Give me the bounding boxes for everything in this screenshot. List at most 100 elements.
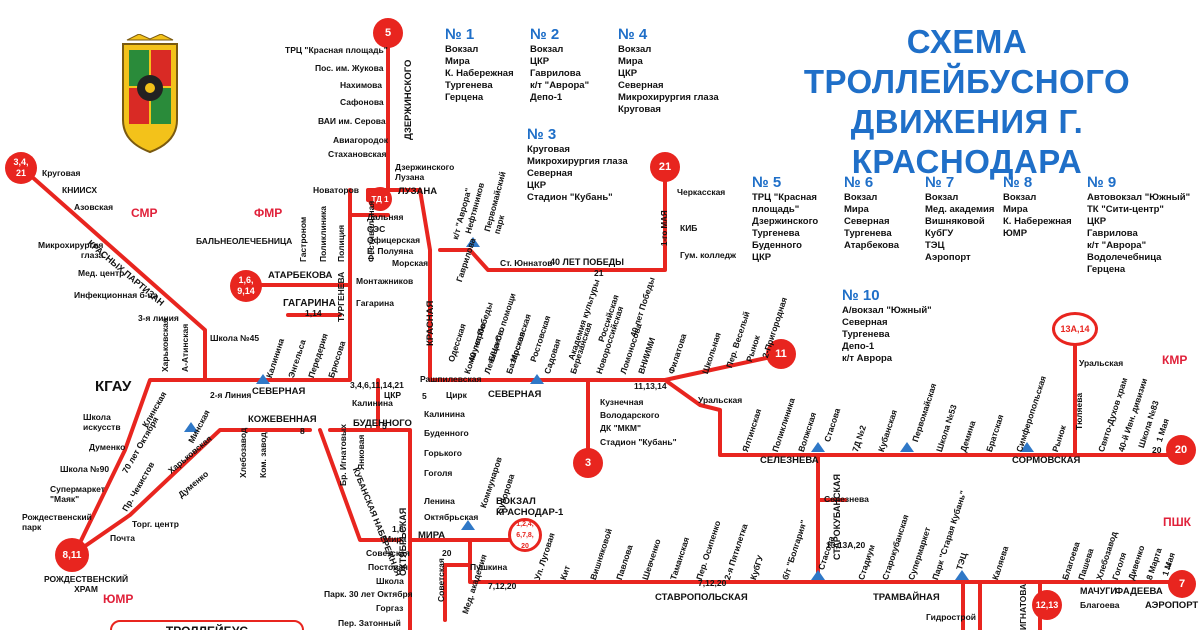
vstop-m5: Ком. завод [258,432,268,478]
stop-liniya3: 3-я линия [138,313,179,323]
num-kozh: 8 [300,426,305,436]
label-rozh-khram: РОЖДЕСТВЕНСКИЙ ХРАМ [44,574,129,594]
stop-azovskaya: Азовская [74,202,114,212]
terminal-7: 7 [1168,570,1196,598]
terminal-13a-14: 13А,14 [1052,312,1098,346]
terminal-3: 3 [573,448,603,478]
stop-budennogo: Буденного [424,428,469,438]
stop-gum: Гум. колледж [680,250,737,260]
stop-postovaya: Постовая [368,562,408,572]
station-markers [184,237,1034,580]
title-line-1: СХЕМА ТРОЛЛЕЙБУСНОГО [803,23,1131,100]
terminal-21: 21 [650,152,680,182]
stop-kib: КИБ [680,223,698,233]
terminal-12-13: 12,13 [1032,590,1062,620]
stop-polyana: Е. Полуяна [367,246,414,256]
terminal-5: 5 [373,18,403,48]
stop-novatorov: Новаторов [313,185,360,195]
stop-rozh-park: Рождественский парк [22,512,92,532]
stop-oktyabrskaya: Октябрьская [424,512,479,522]
num-tsirk: 5 [422,391,427,401]
street-tyulyaeva: Тюляева [1074,392,1084,430]
stop-gorgaz: Горгаз [376,603,404,613]
terminal-vokzal: 1,2,4, 6,7,8, 20 [508,518,542,552]
stop-dumenko: Думенко [89,442,126,452]
stop-selezneva: Селезнева [824,494,869,504]
street-turgeneva: ТУРГЕНЕВА [336,271,346,322]
vstop-t3: Янковая [356,434,366,470]
street-kozhevennaya: КОЖЕВЕННАЯ [248,414,317,425]
district-pshk: ПШК [1163,515,1192,529]
street-fadeeva: ФАДЕЕВА [1115,586,1163,597]
stop-shkola90: Школа №90 [60,464,110,474]
street-dzerzhinskogo: ДЗЕРЖИНСКОГО [403,59,414,140]
route-5: № 5 ТРЦ "Красная площадь" Дзержинского Т… [752,174,819,263]
stop-med-center: Мед. центр [78,268,125,278]
route-10: № 10 А/вокзал "Южный" Северная Тургенева… [842,287,932,364]
stop-kuznechnaya: Кузнечная [600,397,644,407]
stop-uralskaya-2: Уральская [1079,358,1124,368]
legend-box: ТРОЛЛЕЙБУС [110,620,304,630]
route-1: № 1 Вокзал Мира К. Набережная Тургенева … [445,26,514,103]
vstop-b5: Гастроном [298,216,308,262]
nums-dz: 1,14 [305,308,322,318]
stop-ses: СЭС [367,224,386,234]
stop-zhukova: Пос. им. Жукова [315,63,384,73]
route-3: № 3 Круговая Микрохирургия глаза Северна… [527,126,628,203]
num-mira: 1,8 [392,524,404,534]
stop-uralskaya: Уральская [698,395,743,405]
district-kmr: КМР [1162,353,1188,367]
stop-infek: Инфекционная б-ца [74,290,158,300]
label-yunatov: Ст. Юннатов [500,258,553,268]
vstop-t1: Бр. Игнатовых [338,424,348,486]
stop-stahanovskaya: Стахановская [328,149,387,159]
vstop-atinskaya: А-Атинская [180,323,190,372]
stop-dk-mkm: ДК "МКМ" [600,423,642,433]
terminal-20: 20 [1166,435,1196,465]
stop-torg-center: Торг. центр [132,519,179,529]
street-mira: МИРА [418,530,446,541]
vstop-o1: Советская [436,558,446,602]
route-4: № 4 Вокзал Мира ЦКР Северная Микрохирург… [618,26,719,115]
stop-shkola: Школа [376,576,404,586]
vstop-m4: Хлебозавод [238,427,248,478]
station-vokzal: ВОКЗАЛ КРАСНОДАР-1 [496,496,564,518]
stop-vai: ВАИ им. Серова [318,116,386,126]
stop-rashpilevskaya-h: Рашпилевская [420,374,482,384]
stop-shkola45: Школа №45 [210,333,260,343]
street-severnaya-east: СЕВЕРНАЯ [488,389,542,400]
terminal-8-11: 8,11 [55,538,89,572]
num-budennogo: 5 [382,421,387,431]
stop-aviagorodok: Авиагородок [333,135,389,145]
district-smr: СМР [131,206,158,220]
label-tskr: ЦКР [384,390,402,400]
stop-sovetskaya: Советская [366,548,410,558]
terminal-td1: ТД 1 [368,187,392,211]
street-krasnaya: КРАСНАЯ [425,300,436,346]
terminal-3-4-21: 3,4, 21 [5,152,37,184]
stop-montazhnikov: Монтажников [356,276,414,286]
num-oktyabr: 20 [442,548,452,558]
label-pushkina: Пушкина [470,562,508,572]
stop-gogolya: Гоголя [424,468,453,478]
stop-pochta: Почта [110,533,135,543]
stop-zatonny: Пер. Затонный [338,618,401,628]
stop-park30: Парк. 30 лет Октября [324,589,413,599]
stop-lenina: Ленина [424,496,455,506]
stop-gidrostroy: Гидрострой [926,612,976,622]
stop-kniish: КНИИСХ [62,185,98,195]
label-tsirk: Цирк [446,390,467,400]
street-budennogo: БУДЕННОГО [353,418,412,429]
nums-severnaya: 3,4,6,11,14,21 [350,380,404,390]
stop-oficerskaya: Офицерская [367,235,421,245]
street-sormovskaya: СОРМОВСКАЯ [1012,455,1081,466]
num-21: 21 [594,268,604,278]
terminal-1-6-9-14: 1,6, 9,14 [230,270,262,302]
street-aeroport: АЭРОПОРТ [1145,600,1199,611]
stop-mikrohir: Микрохирургия глаза [38,240,104,260]
stop-kalinina: Калинина [424,409,465,419]
title-line-2: ДВИЖЕНИЯ Г. КРАСНОДАРА [850,103,1084,180]
route-9: № 9 Автовокзал "Южный" ТК "Сити-центр" Ц… [1087,174,1191,275]
street-blagoeva-v: ИГНАТОВА [1018,583,1028,630]
